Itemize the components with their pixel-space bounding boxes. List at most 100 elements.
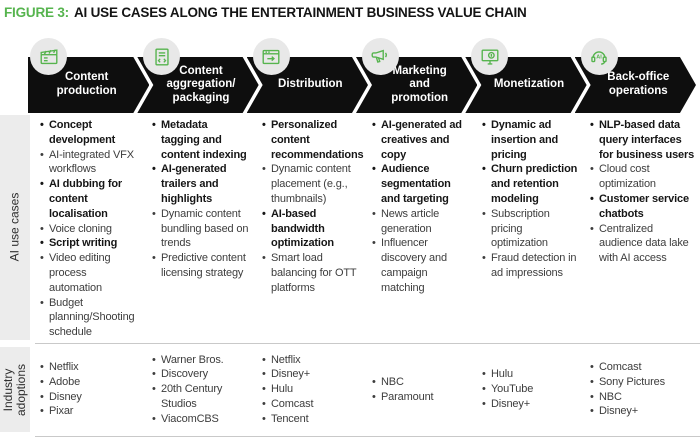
stage-icon-badge: AI xyxy=(580,38,618,75)
use-cases-monetization: Dynamic ad insertion and pricing Churn p… xyxy=(472,115,582,340)
use-cases-content-aggregation: Metadata tagging and content indexing AI… xyxy=(142,115,252,340)
use-case-item: Churn prediction and retention modeling xyxy=(482,162,579,206)
clapperboard-icon xyxy=(40,48,57,64)
adoption-item: Warner Bros. xyxy=(152,353,249,368)
adoption-item: Disney xyxy=(40,390,82,405)
use-case-item: Script writing xyxy=(40,236,139,251)
stage-label: Distribution xyxy=(278,78,343,91)
stage-distribution: Distribution xyxy=(247,38,368,113)
use-case-item: Dynamic content bundling based on trends xyxy=(152,207,249,251)
use-case-item: Fraud detection in ad impressions xyxy=(482,251,579,281)
adoption-item: Paramount xyxy=(372,390,434,405)
browser-share-icon xyxy=(262,49,280,64)
use-case-item: Budget planning/Shooting schedule xyxy=(40,296,139,340)
ai-use-cases-row: AI use cases Concept development AI-inte… xyxy=(0,115,700,340)
figure-number: FIGURE 3: xyxy=(4,5,69,20)
use-case-item: Influencer discovery and campaign matchi… xyxy=(372,236,469,295)
stage-icon-badge xyxy=(361,38,399,75)
stage-back-office: AI Back-office operations xyxy=(575,38,696,113)
row-header-ai-use-cases: AI use cases xyxy=(0,115,30,340)
stage-label: Marketing and promotion xyxy=(391,64,449,104)
adoptions-back-office: Comcast Sony Pictures NBC Disney+ xyxy=(582,347,700,432)
bottom-divider xyxy=(35,436,700,437)
adoption-item: Disney+ xyxy=(262,367,313,382)
section-divider xyxy=(35,343,700,344)
use-case-item: Concept development xyxy=(40,118,139,148)
use-case-item: Smart load balancing for OTT platforms xyxy=(262,251,359,295)
adoption-list: Netflix Disney+ Hulu Comcast Tencent xyxy=(262,353,314,427)
svg-text:AI: AI xyxy=(596,54,602,60)
adoptions-content-production: Netflix Adobe Disney Pixar xyxy=(30,347,142,432)
adoption-item: NBC xyxy=(590,390,665,405)
use-case-list: NLP-based data query interfaces for busi… xyxy=(590,118,697,266)
row-label: AI use cases xyxy=(7,193,22,262)
use-cases-back-office: NLP-based data query interfaces for busi… xyxy=(582,115,700,340)
adoption-item: Sony Pictures xyxy=(590,375,665,390)
row-label: Industry adoptions xyxy=(0,363,28,416)
monitor-money-icon xyxy=(481,48,499,65)
adoption-item: Discovery xyxy=(152,367,249,382)
use-case-item: AI-generated ad creatives and copy xyxy=(372,118,469,162)
figure-title-text: AI USE CASES ALONG THE ENTERTAINMENT BUS… xyxy=(73,5,527,20)
stage-icon-badge xyxy=(143,38,181,75)
use-case-item: AI-generated trailers and highlights xyxy=(152,162,249,206)
stage-icon-badge xyxy=(252,38,290,75)
adoption-item: Netflix xyxy=(40,360,82,375)
megaphone-icon xyxy=(372,49,388,63)
use-case-item: News article generation xyxy=(372,207,469,237)
use-case-item: Customer service chatbots xyxy=(590,192,697,222)
adoption-item: Hulu xyxy=(482,367,533,382)
use-case-list: Metadata tagging and content indexing AI… xyxy=(152,118,249,281)
adoption-item: Comcast xyxy=(262,397,314,412)
adoptions-distribution: Netflix Disney+ Hulu Comcast Tencent xyxy=(252,347,362,432)
stage-label: Monetization xyxy=(493,78,565,91)
use-case-list: Personalized content recommendations Dyn… xyxy=(262,118,364,296)
adoption-list: Netflix Adobe Disney Pixar xyxy=(40,360,82,419)
adoption-item: Disney+ xyxy=(590,404,665,419)
use-case-item: Audience segmentation and targeting xyxy=(372,162,469,206)
figure-title: FIGURE 3: AI USE CASES ALONG THE ENTERTAI… xyxy=(4,5,527,20)
use-case-item: NLP-based data query interfaces for busi… xyxy=(590,118,697,162)
row-header-industry-adoptions: Industry adoptions xyxy=(0,347,30,432)
adoption-item: Pixar xyxy=(40,404,82,419)
adoption-item: Disney+ xyxy=(482,397,533,412)
adoption-item: Netflix xyxy=(262,353,313,368)
use-case-item: Centralized audience data lake with AI a… xyxy=(590,222,697,266)
use-case-item: Dynamic ad insertion and pricing xyxy=(482,118,579,162)
adoption-item: Hulu xyxy=(262,382,313,397)
adoption-item: ViacomCBS xyxy=(152,412,249,427)
adoption-item: Tencent xyxy=(262,412,313,427)
adoption-item: NBC xyxy=(372,375,433,390)
use-case-item: Video editing process automation xyxy=(40,251,139,295)
use-case-item: AI-based bandwidth optimization xyxy=(262,207,359,251)
use-case-item: Subscription pricing optimization xyxy=(482,207,579,251)
stage-icon-badge xyxy=(30,38,67,75)
stage-label: Content production xyxy=(56,71,117,97)
use-case-item: AI dubbing for content localisation xyxy=(40,177,139,221)
value-chain-band: Content production Content aggregation/ … xyxy=(28,38,696,113)
adoption-item: YouTube xyxy=(482,382,533,397)
use-case-item: Cloud cost optimization xyxy=(590,162,697,192)
stage-monetization: Monetization xyxy=(465,38,586,113)
use-case-item: Dynamic content placement (e.g., thumbna… xyxy=(262,162,359,206)
industry-adoptions-row: Industry adoptions Netflix Adobe Disney … xyxy=(0,347,700,432)
adoption-list: NBC Paramount xyxy=(372,375,434,405)
use-case-item: Metadata tagging and content indexing xyxy=(152,118,249,162)
adoptions-monetization: Hulu YouTube Disney+ xyxy=(472,347,582,432)
adoption-item: 20th Century Studios xyxy=(152,382,249,412)
stage-label: Back-office operations xyxy=(607,71,670,97)
use-case-item: AI-integrated VFX workflows xyxy=(40,148,139,178)
adoption-list: Comcast Sony Pictures NBC Disney+ xyxy=(590,360,665,419)
use-cases-distribution: Personalized content recommendations Dyn… xyxy=(252,115,364,340)
use-case-list: Dynamic ad insertion and pricing Churn p… xyxy=(482,118,579,281)
use-cases-marketing: AI-generated ad creatives and copy Audie… xyxy=(362,115,472,340)
ai-headset-icon: AI xyxy=(591,50,607,65)
adoption-list: Warner Bros. Discovery 20th Century Stud… xyxy=(152,353,249,427)
stage-marketing-promotion: Marketing and promotion xyxy=(356,38,477,113)
stage-content-production: Content production xyxy=(28,38,149,113)
use-case-item: Personalized content recommendations xyxy=(262,118,364,162)
use-cases-content-production: Concept development AI-integrated VFX wo… xyxy=(30,115,142,340)
use-case-list: AI-generated ad creatives and copy Audie… xyxy=(372,118,469,296)
adoption-item: Comcast xyxy=(590,360,665,375)
